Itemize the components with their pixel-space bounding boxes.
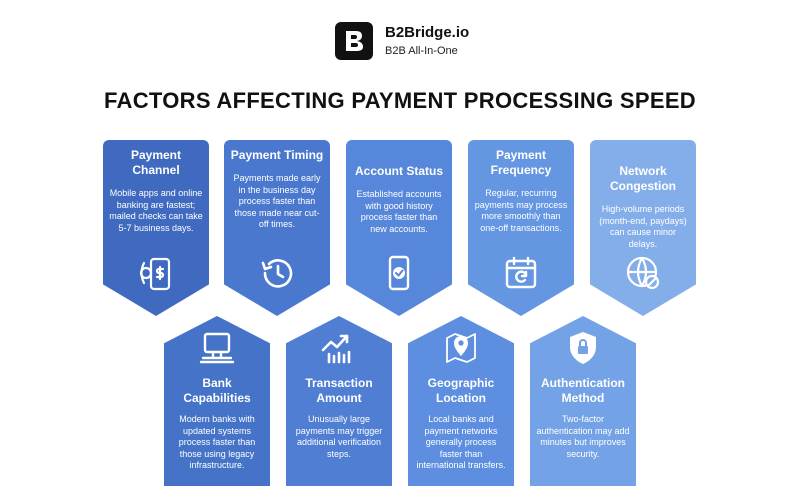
calendar-repeat-icon	[468, 253, 574, 293]
card-title: Transaction Amount	[305, 376, 373, 405]
factor-card-transaction-amount: Transaction Amount Unusually large payme…	[286, 316, 392, 486]
card-description: Regular, recurring payments may process …	[474, 188, 568, 233]
card-title: Geographic Location	[427, 376, 495, 405]
factor-card-payment-timing: Payment Timing Payments made early in th…	[224, 140, 330, 316]
mobile-payment-icon	[103, 253, 209, 293]
brand-name: B2Bridge.io	[385, 24, 470, 41]
card-title: Payment Channel	[130, 148, 182, 177]
brand-tagline: B2B All-In-One	[385, 45, 458, 57]
trending-dollar-icon	[292, 328, 386, 368]
card-title: Network Congestion	[610, 164, 676, 193]
factor-card-account-status: Account Status Established accounts with…	[346, 140, 452, 316]
factor-card-geographic-location: Geographic Location Local banks and paym…	[408, 316, 514, 486]
factor-card-payment-channel: Payment Channel Mobile apps and online b…	[103, 140, 209, 316]
card-title: Authentication Method	[541, 376, 625, 405]
clock-history-icon	[224, 253, 330, 293]
factor-card-network-congestion: Network Congestion High-volume periods (…	[590, 140, 696, 316]
card-description: Unusually large payments may trigger add…	[295, 414, 383, 459]
page-title: FACTORS AFFECTING PAYMENT PROCESSING SPE…	[103, 88, 696, 113]
card-description: Mobile apps and online banking are faste…	[109, 188, 203, 233]
card-description: Local banks and payment networks general…	[416, 414, 506, 470]
card-description: High-volume periods (month-end, paydays)…	[599, 204, 687, 249]
factor-card-payment-frequency: Payment Frequency Regular, recurring pay…	[468, 140, 574, 316]
card-description: Established accounts with good history p…	[356, 189, 442, 234]
card-title: Bank Capabilities	[183, 376, 251, 405]
card-description: Two-factor authentication may add minute…	[536, 414, 630, 459]
factor-card-bank-capabilities: Bank Capabilities Modern banks with upda…	[164, 316, 270, 486]
shield-lock-icon	[536, 328, 630, 368]
card-description: Modern banks with updated systems proces…	[178, 414, 256, 470]
map-pin-icon	[414, 328, 508, 368]
factor-card-authentication-method: Authentication Method Two-factor authent…	[530, 316, 636, 486]
brand: B2Bridge.io B2B All-In-One	[335, 22, 469, 60]
globe-network-icon	[590, 253, 696, 293]
b2-logo-icon	[335, 22, 373, 60]
card-title: Account Status	[354, 164, 443, 178]
card-title: Payment Frequency	[490, 148, 552, 177]
computer-bank-icon	[170, 328, 264, 368]
card-description: Payments made early in the business day …	[233, 173, 321, 229]
card-title: Payment Timing	[230, 148, 324, 162]
phone-check-icon	[346, 253, 452, 293]
